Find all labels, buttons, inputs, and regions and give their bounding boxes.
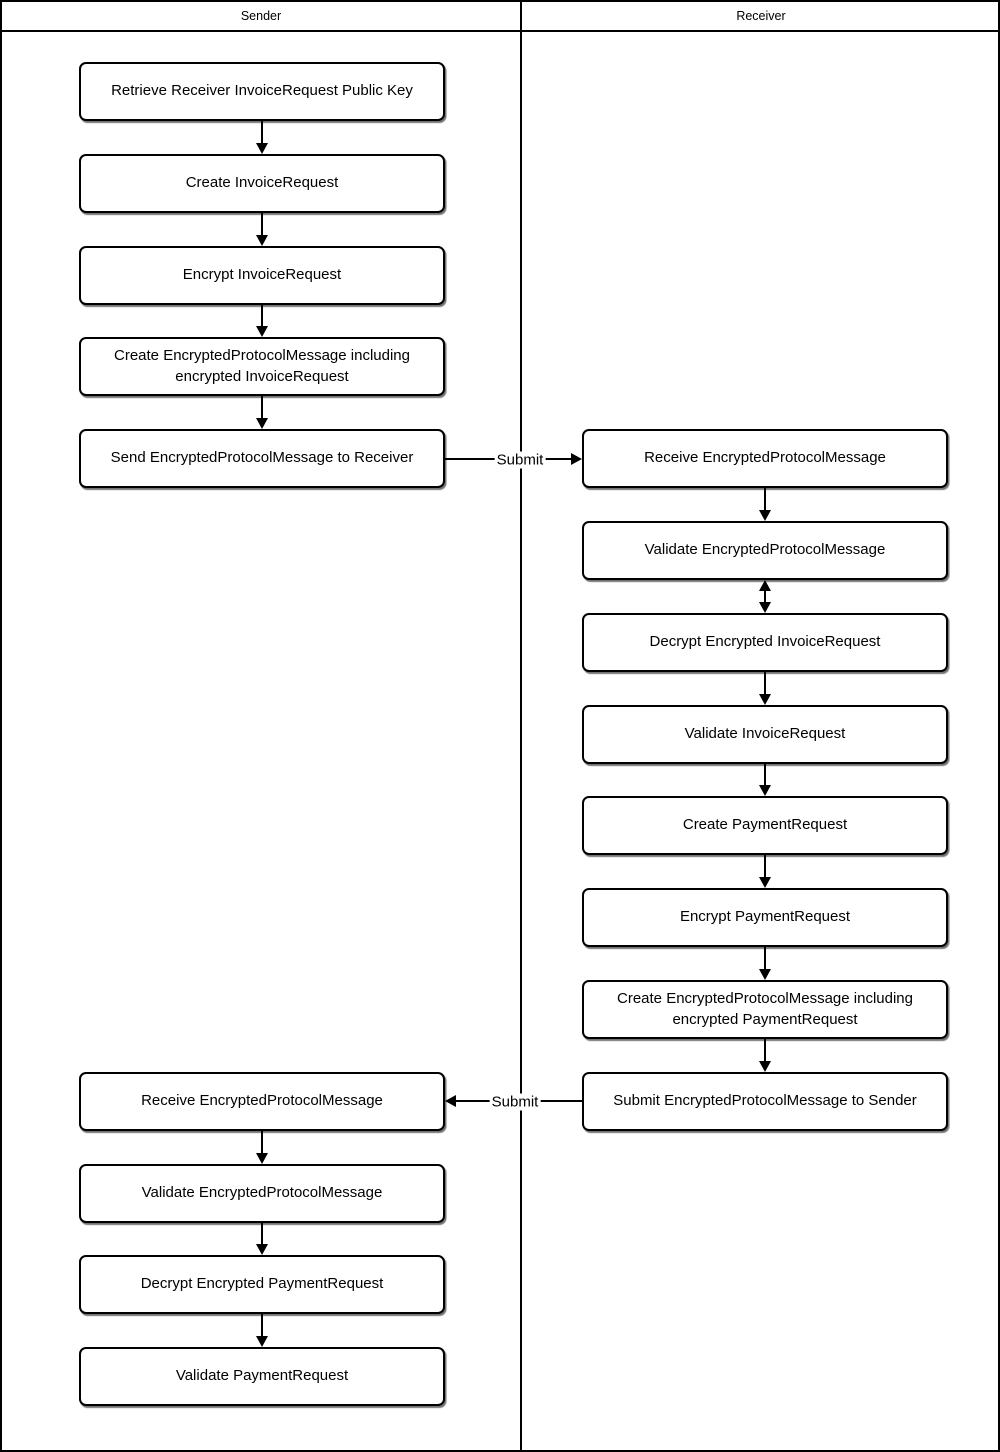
arrow-down-icon xyxy=(759,1039,771,1072)
arrow-down-icon xyxy=(759,672,771,705)
arrow-down-icon xyxy=(759,764,771,796)
node-create-paymentrequest: Create PaymentRequest xyxy=(582,796,948,855)
node-decrypt-encrypted-paymentrequest: Decrypt Encrypted PaymentRequest xyxy=(79,1255,445,1314)
submit-arrow-label: Submit xyxy=(494,451,546,469)
arrow-down-icon xyxy=(256,305,268,337)
lane-title-sender: Sender xyxy=(240,9,282,23)
node-receive-encryptedprotocolmessage-receiver: Receive EncryptedProtocolMessage xyxy=(582,429,948,488)
node-validate-invoicerequest: Validate InvoiceRequest xyxy=(582,705,948,764)
node-validate-encryptedprotocolmessage-sender: Validate EncryptedProtocolMessage xyxy=(79,1164,445,1223)
submit-arrow-label: Submit xyxy=(489,1093,541,1111)
arrow-down-icon xyxy=(759,855,771,888)
arrow-down-icon xyxy=(256,1131,268,1164)
node-receive-encryptedprotocolmessage-sender: Receive EncryptedProtocolMessage xyxy=(79,1072,445,1131)
arrow-down-icon xyxy=(256,396,268,429)
node-encrypt-invoicerequest: Encrypt InvoiceRequest xyxy=(79,246,445,305)
node-validate-encryptedprotocolmessage-receiver: Validate EncryptedProtocolMessage xyxy=(582,521,948,580)
node-send-encryptedprotocolmessage: Send EncryptedProtocolMessage to Receive… xyxy=(79,429,445,488)
node-decrypt-encrypted-invoicerequest: Decrypt Encrypted InvoiceRequest xyxy=(582,613,948,672)
node-encrypt-paymentrequest: Encrypt PaymentRequest xyxy=(582,888,948,947)
node-validate-paymentrequest: Validate PaymentRequest xyxy=(79,1347,445,1406)
lane-header-separator xyxy=(2,30,998,32)
arrow-down-icon xyxy=(256,1223,268,1255)
node-retrieve-public-key: Retrieve Receiver InvoiceRequest Public … xyxy=(79,62,445,121)
node-create-encryptedprotocolmessage-invoicerequest: Create EncryptedProtocolMessage includin… xyxy=(79,337,445,396)
lane-divider xyxy=(520,2,522,1450)
arrow-down-icon xyxy=(256,121,268,154)
node-create-invoicerequest: Create InvoiceRequest xyxy=(79,154,445,213)
arrow-down-icon xyxy=(759,488,771,521)
node-submit-encryptedprotocolmessage: Submit EncryptedProtocolMessage to Sende… xyxy=(582,1072,948,1131)
arrow-down-icon xyxy=(256,213,268,246)
node-create-encryptedprotocolmessage-paymentrequest: Create EncryptedProtocolMessage includin… xyxy=(582,980,948,1039)
arrow-down-icon xyxy=(759,947,771,980)
lane-title-receiver: Receiver xyxy=(736,9,786,23)
arrow-down-icon xyxy=(256,1314,268,1347)
arrow-bidirectional-icon xyxy=(759,580,771,613)
